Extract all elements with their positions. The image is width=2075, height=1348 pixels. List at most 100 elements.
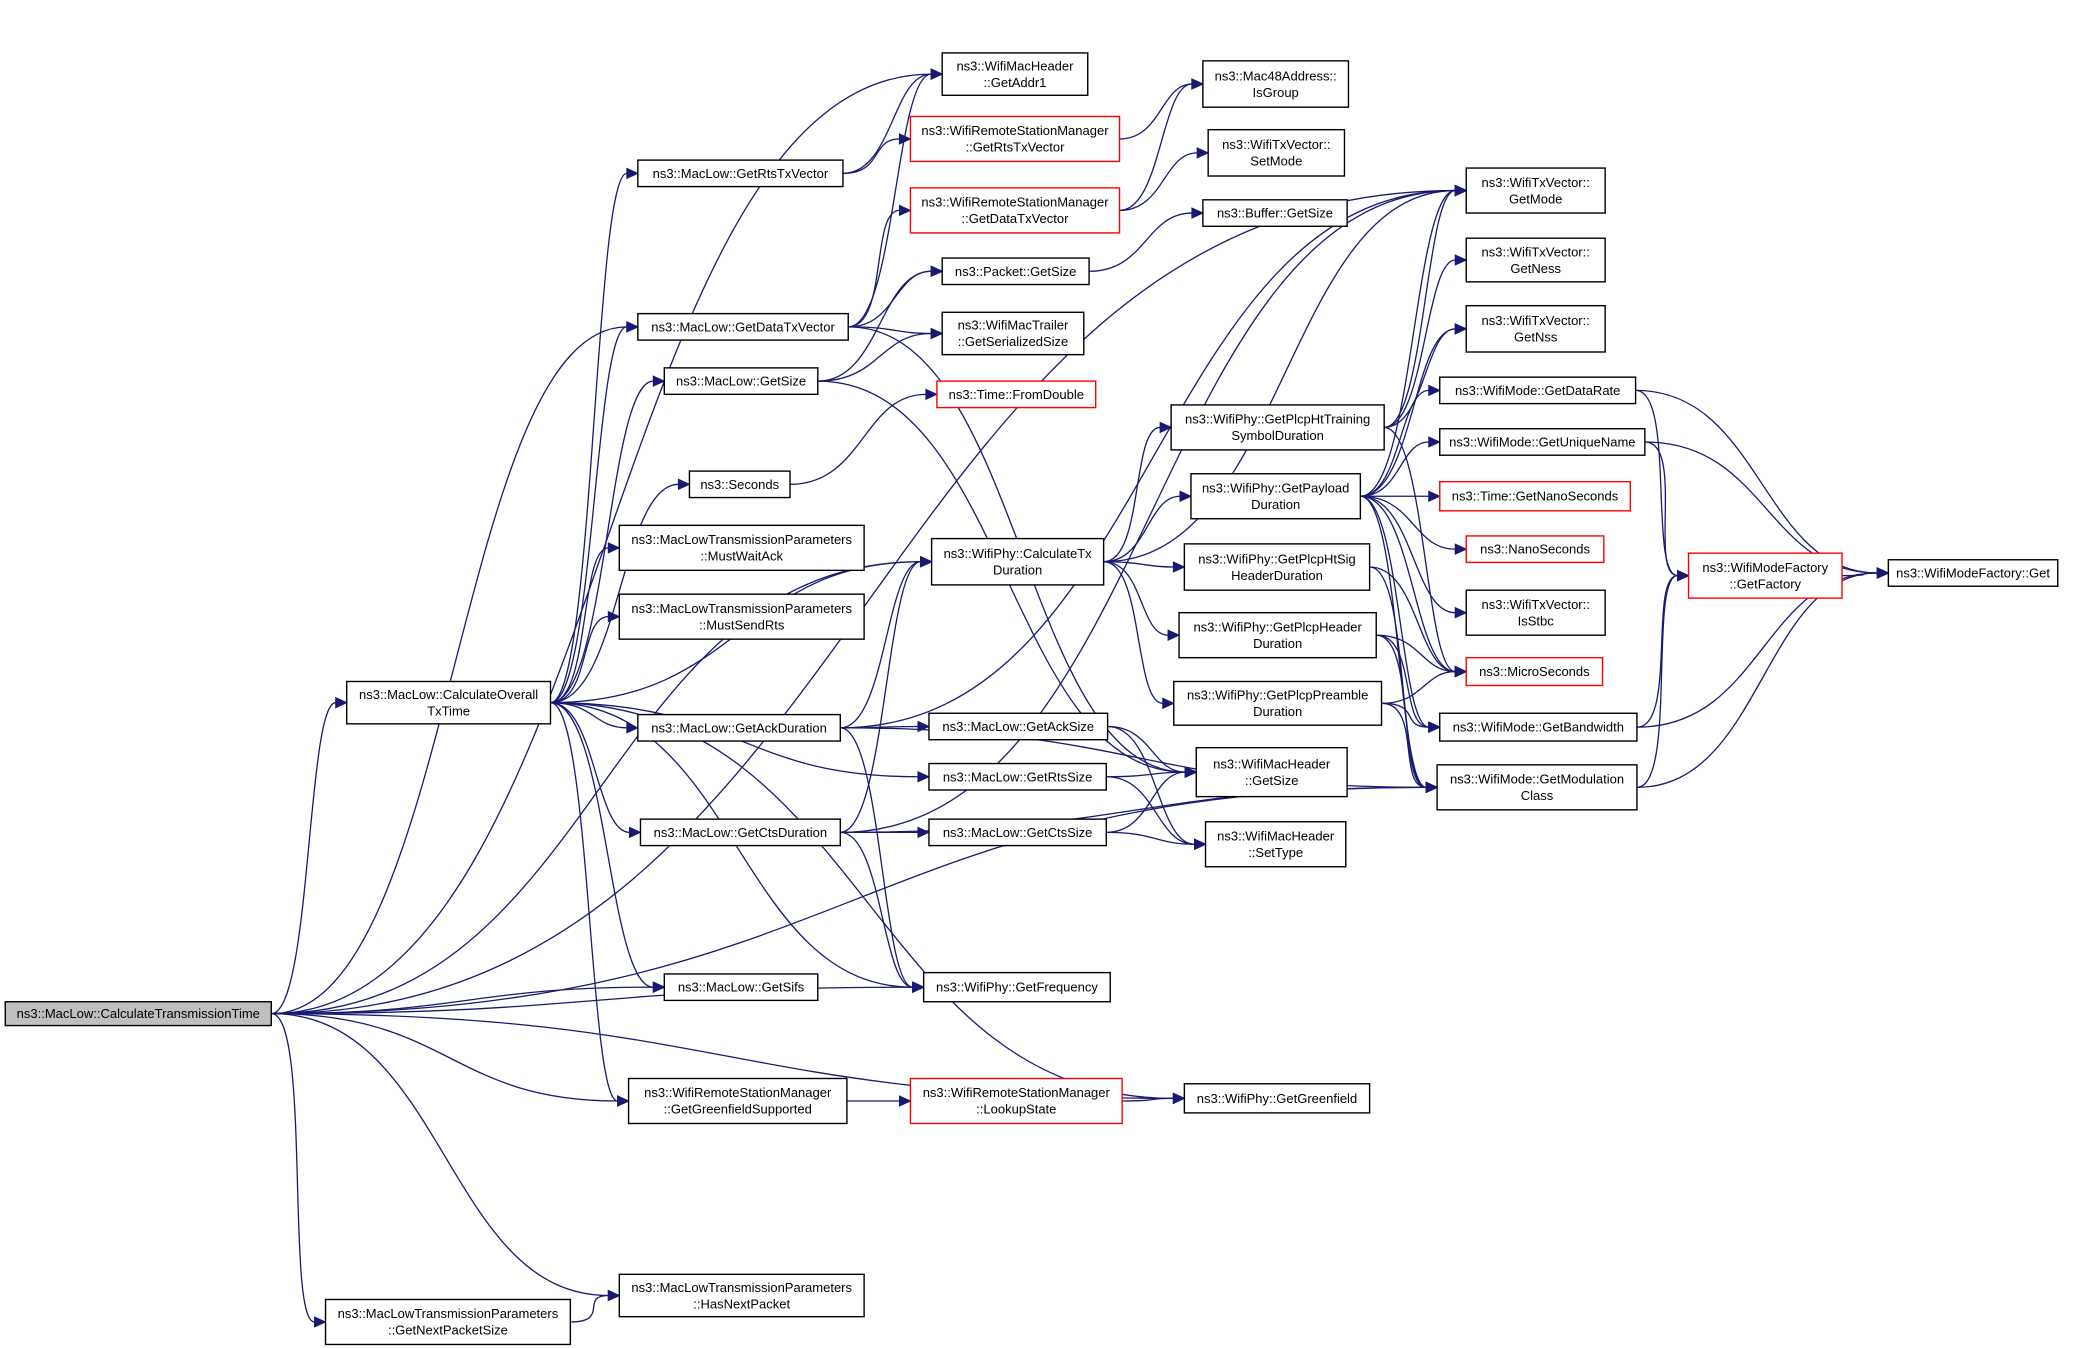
- node-label: ns3::MacLow::GetSize: [676, 374, 806, 389]
- node-label: ns3::MacLow::CalculateOverall: [359, 687, 538, 702]
- node-box: [1465, 167, 1606, 214]
- node-isGroup[interactable]: ns3::Mac48Address::IsGroup: [1202, 60, 1350, 108]
- node-microSec[interactable]: ns3::MicroSeconds: [1465, 656, 1604, 687]
- node-getNanoSec[interactable]: ns3::Time::GetNanoSeconds: [1439, 480, 1632, 512]
- node-getSize[interactable]: ns3::MacLow::GetSize: [663, 367, 819, 396]
- node-getBandwidth[interactable]: ns3::WifiMode::GetBandwidth: [1439, 712, 1638, 742]
- edge-arrowhead: [1454, 665, 1468, 678]
- node-nanoSec[interactable]: ns3::NanoSeconds: [1465, 535, 1605, 564]
- node-getMode[interactable]: ns3::WifiTxVector::GetMode: [1465, 167, 1606, 214]
- node-box: [4, 1001, 272, 1027]
- node-box: [1465, 237, 1606, 283]
- node-getRtsSize[interactable]: ns3::MacLow::GetRtsSize: [928, 762, 1107, 791]
- edge-getDataRate-to-getFactory: [1635, 389, 1690, 582]
- node-lookupState[interactable]: ns3::WifiRemoteStationManager::LookupSta…: [909, 1077, 1123, 1125]
- edge-payloadDur-to-getDataRate: [1360, 384, 1441, 497]
- node-getSifs[interactable]: ns3::MacLow::GetSifs: [663, 973, 819, 1002]
- node-getRtsTxV[interactable]: ns3::MacLow::GetRtsTxVector: [637, 159, 844, 188]
- node-mustWaitAck[interactable]: ns3::MacLowTransmissionParameters::MustW…: [618, 524, 865, 572]
- node-setMode[interactable]: ns3::WifiTxVector::SetMode: [1207, 128, 1346, 177]
- edge-arrowhead: [1454, 254, 1468, 266]
- node-htTrain[interactable]: ns3::WifiPhy::GetPlcpHtTrainingSymbolDur…: [1170, 404, 1385, 451]
- node-hdrGetSize[interactable]: ns3::WifiMacHeader::GetSize: [1195, 746, 1348, 798]
- edge-line: [1103, 561, 1163, 704]
- node-pktGetSize[interactable]: ns3::Packet::GetSize: [941, 257, 1090, 286]
- node-getUniqueName[interactable]: ns3::WifiMode::GetUniqueName: [1439, 428, 1646, 456]
- edge-line: [1103, 426, 1161, 563]
- node-getCtsSize[interactable]: ns3::MacLow::GetCtsSize: [928, 818, 1107, 847]
- edge-arrowhead: [1172, 561, 1186, 573]
- edge-line: [840, 561, 921, 834]
- node-getFactory[interactable]: ns3::WifiModeFactory::GetFactory: [1687, 552, 1843, 599]
- edge-arrowhead: [652, 375, 666, 387]
- node-getAckSize[interactable]: ns3::MacLow::GetAckSize: [928, 712, 1109, 741]
- edge-getDataRate-to-factoryGet: [1635, 389, 1890, 579]
- node-getCtsDur[interactable]: ns3::MacLow::GetCtsDuration: [639, 818, 841, 847]
- node-label: ns3::NanoSeconds: [1480, 542, 1590, 557]
- node-hdrSetType[interactable]: ns3::WifiMacHeader::SetType: [1204, 821, 1347, 868]
- node-getDataTxV[interactable]: ns3::MacLow::GetDataTxVector: [637, 312, 849, 341]
- node-label: ns3::MacLow::GetAckSize: [942, 719, 1094, 734]
- node-getNss[interactable]: ns3::WifiTxVector::GetNss: [1465, 304, 1606, 353]
- node-label: ns3::WifiMacTrailer: [958, 318, 1069, 333]
- edge-line: [1360, 328, 1456, 497]
- edge-calcOTT-to-getGreenfield: [550, 702, 1186, 1105]
- edge-line: [840, 727, 913, 988]
- node-fromDouble[interactable]: ns3::Time::FromDouble: [936, 380, 1097, 409]
- node-trailerSize[interactable]: ns3::WifiMacTrailer::GetSerializedSize: [941, 311, 1085, 356]
- edge-line: [1635, 389, 1678, 577]
- edge-line: [1089, 212, 1192, 272]
- edge-line: [1106, 831, 1195, 845]
- node-mustSendRts[interactable]: ns3::MacLowTransmissionParameters::MustS…: [618, 593, 865, 640]
- node-seconds[interactable]: ns3::Seconds: [688, 470, 791, 499]
- edge-line: [570, 1294, 609, 1323]
- node-rsmGetRts[interactable]: ns3::WifiRemoteStationManager::GetRtsTxV…: [909, 115, 1121, 163]
- edge-line: [550, 380, 654, 704]
- node-label: ns3::MacLow::GetCtsSize: [943, 825, 1093, 840]
- node-getNess[interactable]: ns3::WifiTxVector::GetNess: [1465, 237, 1606, 283]
- node-label: ns3::WifiRemoteStationManager: [921, 123, 1109, 138]
- node-getNextPkt[interactable]: ns3::MacLowTransmissionParameters::GetNe…: [324, 1298, 572, 1346]
- node-hasNextPkt[interactable]: ns3::MacLowTransmissionParameters::HasNe…: [618, 1273, 865, 1318]
- edge-pktGetSize-to-bufGetSize: [1089, 207, 1205, 272]
- node-box: [1439, 428, 1646, 456]
- node-box: [928, 818, 1107, 847]
- node-getDataRate[interactable]: ns3::WifiMode::GetDataRate: [1439, 376, 1637, 405]
- edge-arrowhead: [617, 1095, 630, 1107]
- node-label: ns3::Time::FromDouble: [949, 387, 1084, 402]
- node-getGreenfield[interactable]: ns3::WifiPhy::GetGreenfield: [1183, 1083, 1371, 1114]
- edge-payloadDur-to-getUniqueName: [1360, 436, 1441, 497]
- node-label: ::LookupState: [976, 1102, 1056, 1117]
- node-isStbc[interactable]: ns3::WifiTxVector::IsStbc: [1465, 589, 1606, 636]
- edge-arrowhead: [1454, 184, 1468, 197]
- node-box: [1170, 404, 1385, 451]
- edge-plcpPre-to-microSec: [1381, 665, 1468, 704]
- edge-rsmGetData-to-isGroup: [1119, 78, 1205, 212]
- node-label: ns3::Time::GetNanoSeconds: [1452, 489, 1619, 504]
- node-getGfSup[interactable]: ns3::WifiRemoteStationManager::GetGreenf…: [627, 1077, 848, 1125]
- edge-calcTT-to-getGfSup: [271, 1013, 630, 1107]
- node-factoryGet[interactable]: ns3::WifiModeFactory::Get: [1887, 559, 2059, 587]
- node-bufGetSize[interactable]: ns3::Buffer::GetSize: [1202, 199, 1348, 227]
- node-getFreq[interactable]: ns3::WifiPhy::GetFrequency: [922, 971, 1111, 1003]
- node-box: [1173, 680, 1383, 726]
- edge-arrowhead: [1159, 421, 1173, 434]
- node-getAddr1[interactable]: ns3::WifiMacHeader::GetAddr1: [941, 52, 1089, 96]
- node-label: ::MustSendRts: [699, 617, 785, 632]
- node-rsmGetData[interactable]: ns3::WifiRemoteStationManager::GetDataTx…: [909, 187, 1121, 234]
- edge-arrowhead: [607, 542, 621, 554]
- edge-arrowhead: [930, 265, 944, 278]
- node-label: ns3::Buffer::GetSize: [1217, 206, 1333, 221]
- node-getAckDur[interactable]: ns3::MacLow::GetAckDuration: [637, 713, 841, 742]
- edge-line: [1360, 495, 1456, 614]
- node-label: ns3::Mac48Address::: [1215, 68, 1337, 83]
- node-label: Class: [1521, 788, 1554, 803]
- edge-line: [271, 1013, 618, 1102]
